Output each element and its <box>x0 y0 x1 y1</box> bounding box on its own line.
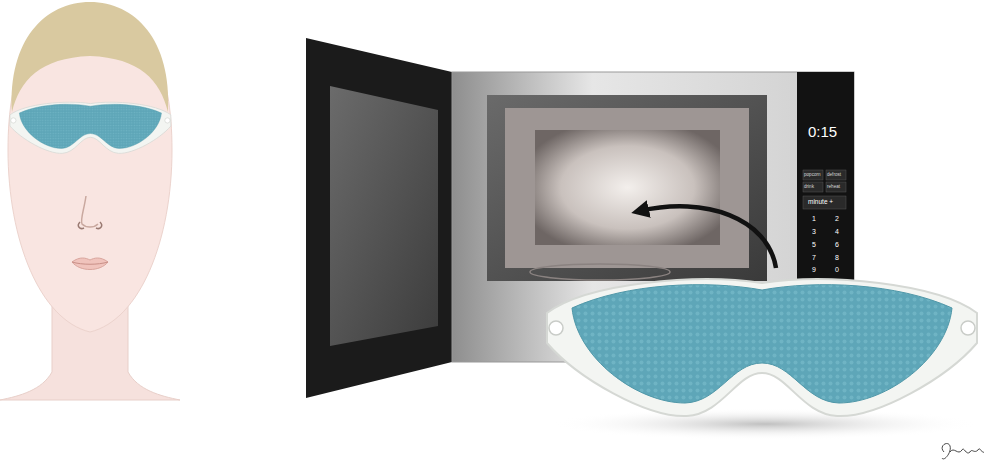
keypad-number: 6 <box>835 241 839 248</box>
button-label: reheat <box>827 185 840 190</box>
keypad-number: 0 <box>835 266 839 273</box>
button-label: popcorn <box>804 173 821 178</box>
keypad-number: 5 <box>812 241 816 248</box>
motion-arrow <box>640 206 776 268</box>
keypad-number: 8 <box>835 254 839 261</box>
keypad-number: 3 <box>812 228 816 235</box>
keypad-number: 7 <box>812 254 816 261</box>
keypad-number: 1 <box>812 215 816 222</box>
gel-eye-mask <box>547 279 977 416</box>
keypad-number: 9 <box>812 266 816 273</box>
mask-shadow <box>550 408 980 440</box>
woman-head <box>0 2 180 400</box>
keypad-number: 4 <box>835 228 839 235</box>
button-label: minute + <box>808 199 833 206</box>
timer-display: 0:15 <box>808 124 837 139</box>
artist-signature <box>942 444 984 459</box>
keypad-number: 2 <box>835 215 839 222</box>
button-label: drink <box>804 185 814 190</box>
button-label: defrost <box>827 173 841 178</box>
